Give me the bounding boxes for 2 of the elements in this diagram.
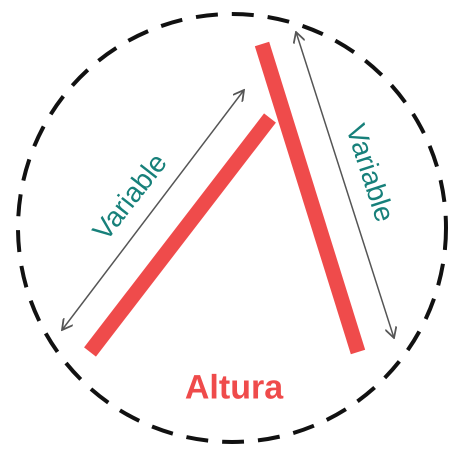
height-label: Altura bbox=[184, 368, 284, 408]
dimension-label: Variable bbox=[339, 120, 401, 226]
